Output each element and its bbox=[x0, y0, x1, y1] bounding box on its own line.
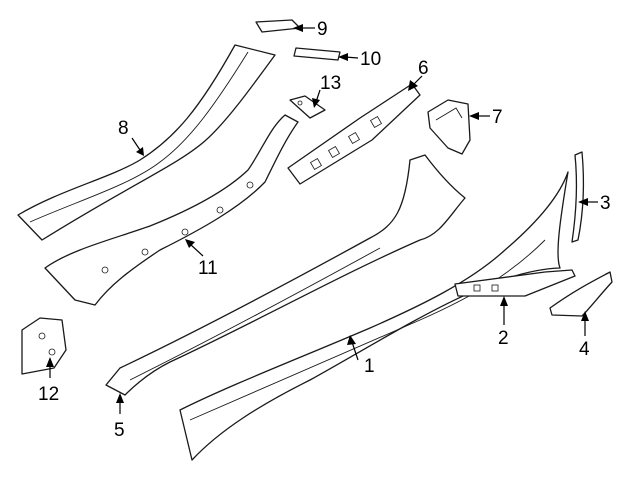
part-3-arch-strip bbox=[571, 151, 585, 243]
part-8-trim-strip bbox=[17, 44, 276, 241]
part-11-inner-rocker bbox=[44, 114, 299, 306]
callout-1: 1 bbox=[364, 356, 375, 377]
callout-3: 3 bbox=[600, 193, 611, 214]
part-12-mount-bracket bbox=[21, 317, 67, 375]
part-7-bracket bbox=[427, 99, 471, 155]
callout-11: 11 bbox=[198, 258, 218, 279]
part-10-small-strip bbox=[293, 47, 341, 61]
callout-12: 12 bbox=[38, 384, 59, 405]
callout-2: 2 bbox=[498, 328, 509, 349]
leader-lines bbox=[46, 24, 598, 414]
callout-6: 6 bbox=[418, 58, 429, 79]
callout-13: 13 bbox=[320, 73, 341, 94]
callout-5: 5 bbox=[114, 420, 125, 441]
part-5-rocker-reinforcement bbox=[105, 154, 466, 396]
callout-9: 9 bbox=[317, 19, 328, 40]
callout-4: 4 bbox=[579, 339, 590, 360]
callout-7: 7 bbox=[492, 107, 503, 128]
callout-10: 10 bbox=[360, 49, 381, 70]
part-6-reinforcement-rail bbox=[287, 83, 421, 185]
part-2-bracket bbox=[454, 269, 576, 297]
part-13-clip bbox=[289, 95, 326, 119]
callout-8: 8 bbox=[118, 118, 129, 139]
part-9-small-bracket bbox=[255, 19, 301, 33]
part-1-outer-rocker bbox=[179, 171, 569, 461]
